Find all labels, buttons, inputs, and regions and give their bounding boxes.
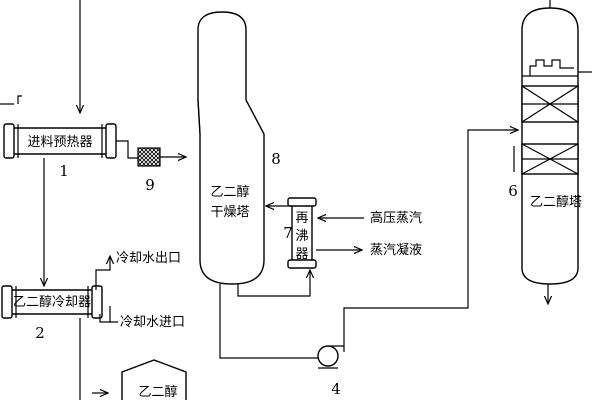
number-1: 1: [59, 162, 69, 180]
number-4: 4: [331, 380, 341, 398]
reboiler-label-1: 再: [295, 211, 308, 226]
feed-preheater: 进料预热器: [3, 123, 117, 159]
glycol-cooler: 乙二醇冷却器: [1, 285, 103, 319]
cooling-water-inlet-label: 冷却水进口: [120, 315, 185, 330]
glycol-tank: 乙二醇: [121, 359, 187, 400]
feed-lines: [0, 0, 80, 113]
number-8: 8: [271, 150, 281, 168]
hp-steam-label: 高压蒸汽: [370, 210, 422, 226]
number-2: 2: [35, 324, 45, 342]
reboiler: 再 沸 器: [287, 197, 317, 269]
number-6: 6: [508, 182, 518, 200]
steam-condensate-label: 蒸汽凝液: [370, 242, 422, 258]
number-7: 7: [283, 224, 293, 242]
number-9: 9: [145, 176, 155, 194]
glycol-product-tower: 乙二醇塔: [513, 7, 592, 285]
drying-tower-label-line2: 干燥塔: [210, 205, 249, 220]
reboiler-label-3: 器: [295, 247, 308, 262]
strainer-9: [137, 147, 161, 167]
reboiler-label-2: 沸: [295, 229, 308, 244]
drying-tower-label-line1: 乙二醇: [210, 184, 249, 200]
cooler-label: 乙二醇冷却器: [13, 294, 91, 310]
preheater-label: 进料预热器: [27, 135, 92, 150]
cooling-water-outlet-label: 冷却水出口: [116, 251, 181, 266]
glycol-drying-tower: 乙二醇 干燥塔: [197, 11, 265, 285]
tank-label: 乙二醇: [138, 384, 177, 400]
pump-4: [317, 345, 345, 369]
product-tower-label: 乙二醇塔: [530, 194, 582, 210]
